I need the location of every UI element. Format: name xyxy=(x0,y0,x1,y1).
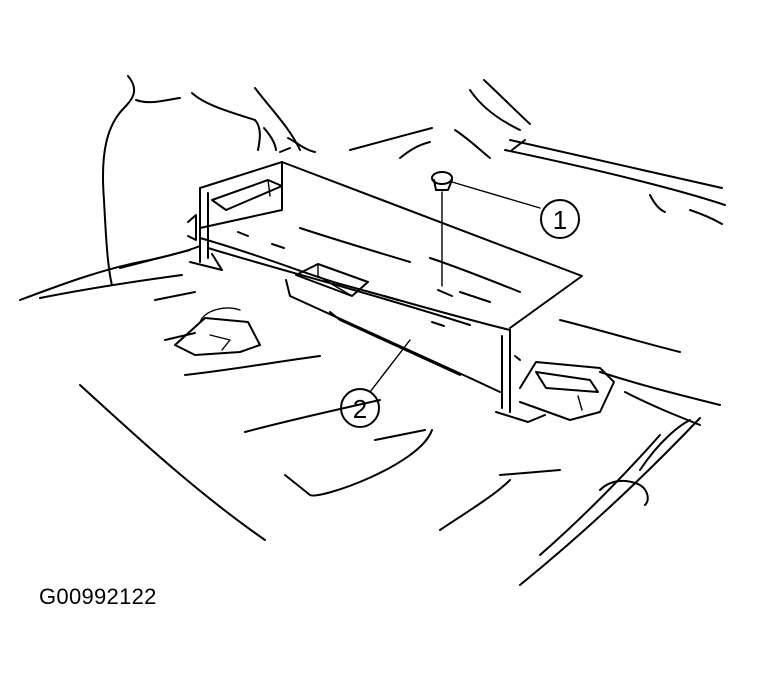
clip-fastener xyxy=(431,171,453,287)
figure-code: G00992122 xyxy=(39,584,157,609)
callout-1-label: 1 xyxy=(553,205,567,235)
callout-2-label: 2 xyxy=(353,394,367,424)
vehicle-interior-outline xyxy=(19,75,726,586)
callout-2: 2 xyxy=(340,339,411,428)
callout-1: 1 xyxy=(451,181,580,239)
tray-panel xyxy=(187,161,615,423)
